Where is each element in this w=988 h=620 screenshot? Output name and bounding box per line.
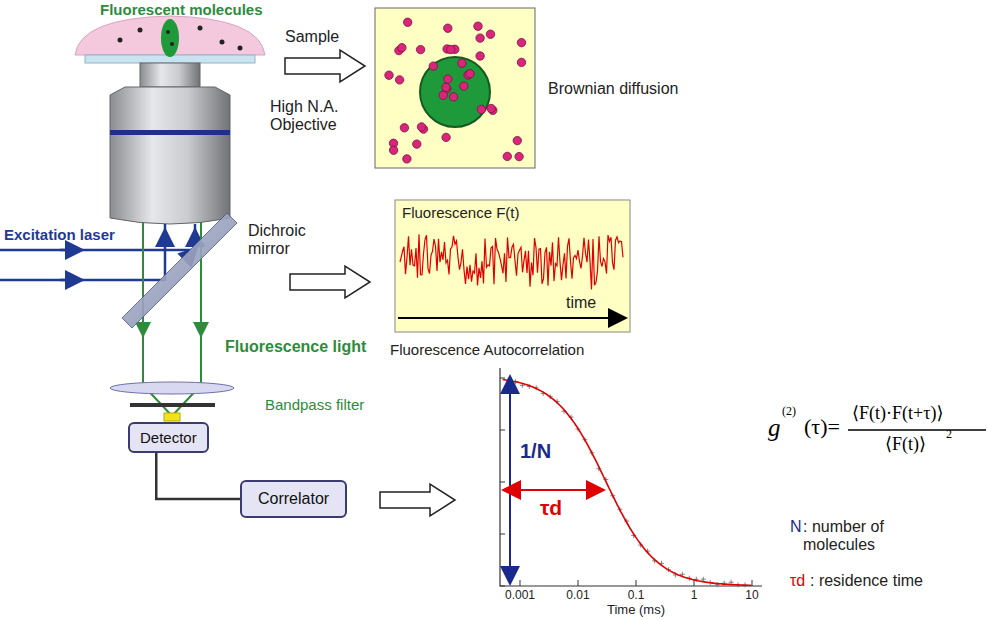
trace-panel (395, 200, 630, 332)
axis-ticks (500, 378, 752, 586)
plot-axes (500, 368, 762, 586)
filter-label: Bandpass filter (265, 396, 364, 413)
formula-part: (2) (782, 405, 796, 419)
molecules (118, 26, 243, 51)
tick-label: 10 (745, 589, 758, 601)
node-text: Correlator (258, 490, 329, 508)
formula-part: 2 (946, 428, 952, 442)
data-points (506, 378, 748, 588)
legend-text: : number of molecules (803, 518, 953, 555)
fit-curve (503, 380, 752, 586)
axis-label: time (566, 294, 596, 312)
connector-line (156, 453, 240, 499)
panel-label: Brownian diffusion (548, 80, 678, 98)
molecule-dots (385, 18, 526, 163)
objective-band (110, 130, 230, 135)
formula-part: g (768, 414, 781, 443)
correlator-box: Correlator (240, 480, 347, 518)
objective-tip (140, 63, 200, 87)
objective-label: High N.A. Objective (270, 98, 354, 135)
legend-text: : residence time (810, 572, 923, 590)
tick-label: 1 (691, 589, 698, 601)
diffusion-panel (375, 8, 535, 168)
legend-symbol: τd (790, 572, 805, 590)
sample-label: Sample (285, 28, 339, 46)
node-text: Detector (140, 429, 197, 446)
residence-arrow (503, 489, 604, 491)
time-axis (398, 317, 626, 319)
light-label: Fluorescence light (225, 338, 366, 356)
focal-spot (420, 57, 490, 127)
dichroic-mirror (122, 213, 237, 328)
legend-symbol: N (790, 518, 802, 536)
panel-title: Fluorescence F(t) (402, 204, 520, 221)
bandpass-filter (130, 403, 215, 407)
tick-label: 0.1 (628, 589, 645, 601)
detector-box: Detector (128, 422, 209, 453)
amplitude-label: 1/N (520, 440, 551, 463)
sample-label: Fluorescent molecules (100, 1, 263, 18)
mirror-label: Dichroic mirror (248, 222, 328, 259)
fluorescence-trace (400, 234, 623, 289)
lens (110, 382, 234, 394)
objective-body (110, 87, 230, 224)
fraction-bar (848, 429, 986, 430)
formula-part: ⟨F(t)·F(t+τ)⟩ (852, 403, 943, 424)
formula-part: ⟨F(t)⟩ (885, 434, 926, 455)
excitation-beam (0, 224, 195, 280)
amplitude-arrow (509, 376, 511, 584)
tick-label: 0.001 (505, 589, 535, 601)
tick-label: 0.01 (566, 589, 589, 601)
plot-title: Fluorescence Autocorrelation (390, 341, 584, 358)
focal-volume (161, 19, 179, 57)
pinhole (164, 413, 180, 421)
axis-label: Time (ms) (607, 603, 665, 616)
formula-part: (τ)= (804, 414, 840, 439)
laser-label: Excitation laser (4, 226, 115, 243)
residence-label: τd (540, 496, 562, 520)
